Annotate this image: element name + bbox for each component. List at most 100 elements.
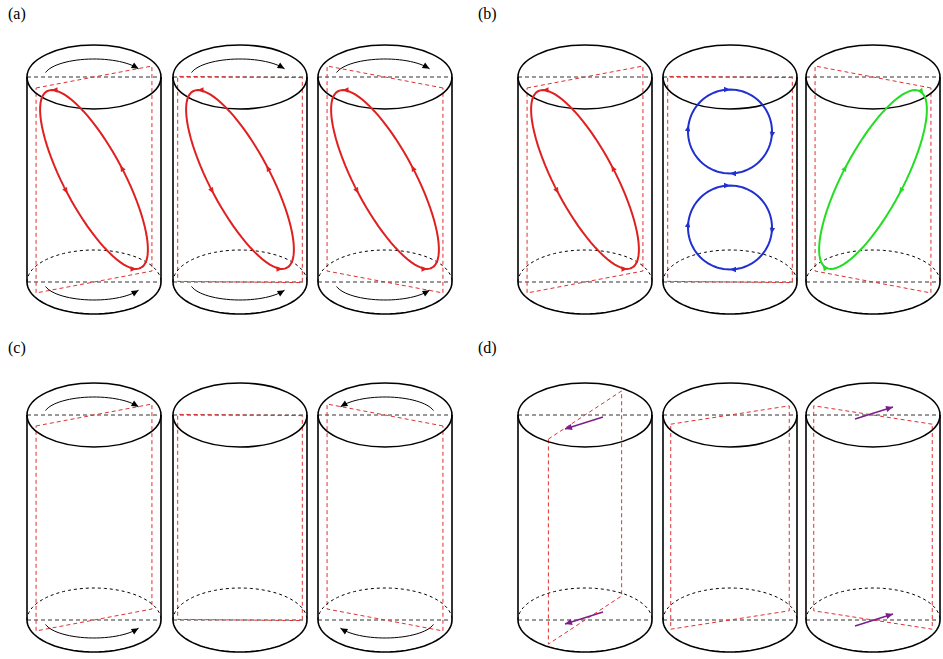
bottom-face-front <box>806 282 940 314</box>
rotation-arrow <box>46 624 139 638</box>
bottom-face-back <box>318 250 452 282</box>
arrow-head <box>343 87 349 92</box>
bottom-face-back <box>663 588 797 620</box>
arrow-head <box>565 424 573 430</box>
arrow-head <box>685 125 690 131</box>
cylinder <box>663 383 797 652</box>
bottom-face-front <box>173 620 307 652</box>
cylinder-side <box>939 415 941 620</box>
bottom-face-back <box>318 588 452 620</box>
panel <box>518 383 940 652</box>
bottom-face-back <box>27 588 161 620</box>
cylinder <box>518 45 652 314</box>
arrow-head <box>422 63 430 69</box>
top-face <box>27 45 161 109</box>
arrow-head <box>621 266 627 271</box>
arrow-head <box>422 290 430 296</box>
cylinder <box>318 383 452 652</box>
current-loop <box>688 90 772 174</box>
cylinder-side <box>651 77 653 282</box>
arrow-head <box>611 165 616 172</box>
bottom-face-back <box>27 250 161 282</box>
arrow-head <box>198 87 204 92</box>
arrow-head <box>208 187 213 194</box>
rotation-arrow <box>337 286 430 300</box>
cylinder-side <box>26 77 28 282</box>
arrow-head <box>724 87 730 92</box>
arrow-head <box>340 628 348 634</box>
arrow-head <box>131 401 139 407</box>
arrow-head <box>131 63 139 69</box>
arrow-head <box>685 221 690 227</box>
arrow-head <box>899 187 904 194</box>
panel <box>518 45 940 314</box>
top-face <box>806 383 940 447</box>
direction-arrow <box>565 612 603 624</box>
bottom-face-front <box>663 620 797 652</box>
arrow-head <box>120 165 125 172</box>
diameter-line <box>663 620 797 621</box>
cylinder-side <box>796 415 798 620</box>
bottom-face-back <box>806 250 940 282</box>
cylinder-side <box>317 77 319 282</box>
cylinder-side <box>306 415 308 620</box>
panel-label: (c) <box>8 340 26 356</box>
cylinder <box>173 383 307 652</box>
top-face <box>663 383 797 447</box>
cylinder-side <box>451 415 453 620</box>
rotation-arrow <box>46 397 139 411</box>
bottom-face-front <box>806 620 940 652</box>
cylinder-side <box>160 77 162 282</box>
bottom-face-front <box>173 282 307 314</box>
bottom-face-front <box>27 282 161 314</box>
rotation-arrow <box>337 59 430 73</box>
arrow-head <box>131 628 139 634</box>
bottom-face-front <box>663 282 797 314</box>
top-face <box>663 45 797 109</box>
arrow-head <box>823 265 829 271</box>
cut-plane <box>36 66 152 293</box>
cut-plane <box>178 76 303 282</box>
arrow-head <box>266 165 271 172</box>
cylinder <box>318 45 452 314</box>
current-loop <box>688 186 772 270</box>
arrow-head <box>276 266 282 271</box>
top-face <box>806 45 940 109</box>
arrow-head <box>353 187 358 194</box>
bottom-face-front <box>518 282 652 314</box>
top-face <box>27 383 161 447</box>
cylinder-side <box>651 415 653 620</box>
arrow-head <box>730 267 736 272</box>
direction-arrow <box>855 407 893 419</box>
bottom-face-front <box>318 282 452 314</box>
cylinder <box>27 383 161 652</box>
cylinder-side <box>160 415 162 620</box>
direction-arrow <box>565 417 603 429</box>
arrow-head <box>131 290 139 296</box>
cylinder-side <box>805 415 807 620</box>
cylinder-side <box>517 77 519 282</box>
bottom-face-back <box>173 250 307 282</box>
current-loop <box>40 90 148 269</box>
current-loop <box>186 90 294 269</box>
cylinder-side <box>172 415 174 620</box>
panel-label: (a) <box>8 6 26 22</box>
top-face <box>318 383 452 447</box>
rotation-arrow <box>192 59 285 73</box>
panel <box>27 45 452 314</box>
direction-arrow <box>855 614 893 626</box>
cut-plane <box>327 404 443 631</box>
arrow-head <box>340 401 348 407</box>
arrow-head <box>770 227 775 233</box>
current-loop <box>819 90 927 269</box>
arrow-head <box>770 131 775 137</box>
rotation-arrow <box>46 286 139 300</box>
cut-plane <box>527 66 643 293</box>
cut-plane <box>178 414 303 620</box>
rotation-arrow <box>46 59 139 73</box>
arrow-head <box>543 87 549 92</box>
arrow-head <box>730 171 736 176</box>
bottom-face-back <box>518 250 652 282</box>
